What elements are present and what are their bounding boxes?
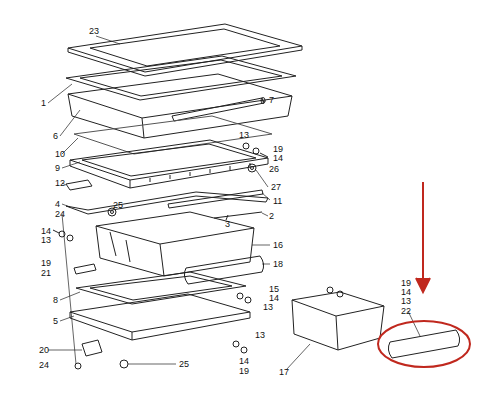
- callout-number: 1: [40, 98, 47, 108]
- clip: [74, 264, 96, 274]
- drawer-handle: [184, 256, 263, 284]
- callout-number: 3: [224, 219, 231, 229]
- callout-number: 14: [400, 287, 412, 297]
- callout-number: 21: [40, 268, 52, 278]
- crisper-frame: [70, 140, 268, 188]
- drawer-handle: [388, 330, 459, 358]
- callout-number: 26: [268, 164, 280, 174]
- pin: [214, 212, 262, 220]
- callout-number: 18: [272, 259, 284, 269]
- callout-number: 15: [268, 284, 280, 294]
- screw: [120, 360, 128, 368]
- crisper-drawer: [292, 292, 384, 350]
- callout-number: 24: [54, 209, 66, 219]
- hardware: [53, 230, 73, 241]
- crisper-cover: [68, 74, 292, 138]
- screw: [251, 167, 254, 170]
- callout-number: 19: [272, 144, 284, 154]
- shelf-frame: [70, 294, 250, 340]
- callout-number: 25: [178, 359, 190, 369]
- screw: [248, 164, 256, 172]
- callout-number: 13: [40, 235, 52, 245]
- callout-number: 22: [400, 306, 412, 316]
- callout-number: 27: [270, 182, 282, 192]
- callout-number: 20: [38, 345, 50, 355]
- callout-number: 14: [238, 356, 250, 366]
- callout-number: 19: [400, 278, 412, 288]
- callout-number: 16: [272, 240, 284, 250]
- callout-number: 7: [268, 95, 275, 105]
- callout-number: 13: [254, 330, 266, 340]
- callout-number: 24: [38, 360, 50, 370]
- rod: [66, 192, 268, 214]
- callout-number: 14: [272, 153, 284, 163]
- screw: [111, 211, 114, 214]
- callout-number: 25: [112, 200, 124, 210]
- callout-number: 6: [52, 131, 59, 141]
- rod: [168, 190, 263, 208]
- clip: [66, 180, 92, 190]
- callout-number: 13: [238, 130, 250, 140]
- crisper-drawer: [96, 212, 254, 276]
- callout-number: 5: [52, 316, 59, 326]
- callout-number: 19: [40, 258, 52, 268]
- hardware: [243, 143, 268, 157]
- callout-number: 17: [278, 367, 290, 377]
- bracket: [82, 340, 102, 356]
- callout-number: 13: [400, 296, 412, 306]
- callout-number: 9: [54, 163, 61, 173]
- callout-number: 8: [52, 295, 59, 305]
- callout-number: 14: [268, 293, 280, 303]
- hardware: [233, 287, 343, 353]
- shelf-frame: [66, 56, 296, 100]
- highlight-arrow: [378, 182, 470, 367]
- callout-number: 13: [262, 302, 274, 312]
- callout-number: 14: [40, 226, 52, 236]
- wire-shelf: [76, 272, 246, 304]
- callout-number: 2: [268, 211, 275, 221]
- callout-number: 11: [272, 196, 283, 206]
- callout-number: 23: [88, 26, 100, 36]
- callout-number: 4: [54, 199, 61, 209]
- callout-number: 19: [238, 366, 250, 376]
- leader-lines: [48, 36, 420, 370]
- callout-number: 12: [54, 178, 66, 188]
- callout-number: 10: [54, 149, 66, 159]
